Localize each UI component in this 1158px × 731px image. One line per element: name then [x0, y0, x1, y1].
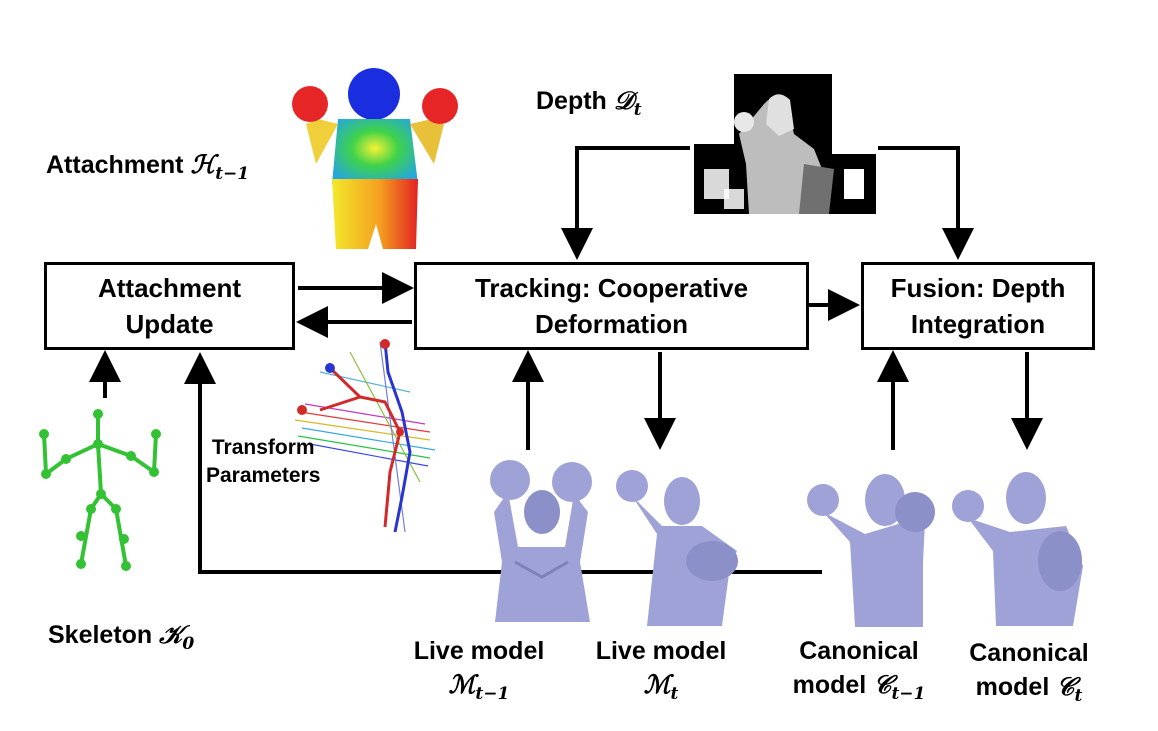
canon-curr-text: model [975, 673, 1057, 701]
canonical-model-prev-label: Canonical model 𝒞t−1 [774, 634, 944, 711]
live-prev-text: Live model [413, 637, 545, 665]
arrow-depth-to-fusion [878, 146, 974, 260]
skeleton-text: Skeleton [48, 621, 160, 649]
canon-curr-subscript: t [1074, 686, 1083, 706]
attachment-prev-subscript: t−1 [215, 164, 250, 184]
skeleton-figure [39, 409, 161, 571]
canon-prev-text: model [792, 671, 874, 699]
depth-image [694, 74, 876, 214]
canonical-model-curr-mesh [952, 472, 1083, 626]
live-curr-text: Live model [595, 637, 727, 665]
depth-label: Depth 𝒟t [536, 84, 642, 127]
live-model-prev-label: Live model ℳt−1 [398, 634, 560, 711]
skeleton-symbol: 𝒦 [159, 620, 183, 649]
attachment-prev-symbol: ℋ [190, 150, 216, 179]
attachment-box-line1: Attachment [97, 273, 241, 303]
fusion-box-line2: Integration [910, 309, 1046, 339]
depth-subscript: t [633, 100, 642, 120]
depth-label-text: Depth [536, 87, 614, 115]
canon-curr-line1: Canonical [969, 639, 1089, 667]
canonical-model-prev-mesh [807, 474, 935, 627]
tracking-box-line1: Tracking: Cooperative [474, 273, 749, 303]
arrow-depth-to-tracking [561, 146, 690, 260]
attachment-prev-label: Attachment ℋt−1 [46, 148, 249, 191]
canonical-model-curr-label: Canonical model 𝒞t [956, 636, 1102, 713]
live-curr-subscript: t [670, 684, 679, 704]
skeleton-subscript: 0 [182, 634, 195, 654]
attachment-box-line2: Update [125, 309, 214, 339]
fusion-box-line1: Fusion: Depth [890, 273, 1066, 303]
attachment-update-box: Attachment Update [44, 262, 295, 350]
skeleton-label: Skeleton 𝒦0 [48, 618, 194, 661]
depth-symbol: 𝒟 [613, 86, 634, 115]
live-model-curr-mesh [616, 470, 738, 626]
attachment-heatmap-figure [292, 68, 458, 249]
live-prev-subscript: t−1 [475, 684, 510, 704]
transform-line2: Parameters [206, 464, 321, 487]
live-model-curr-label: Live model ℳt [580, 634, 742, 711]
live-curr-symbol: ℳ [643, 670, 671, 699]
transform-parameters-label: Transform Parameters [206, 434, 320, 490]
live-prev-symbol: ℳ [448, 670, 476, 699]
canon-prev-symbol: 𝒞 [873, 670, 892, 699]
attachment-prev-text: Attachment [46, 151, 191, 179]
live-model-prev-mesh [490, 460, 592, 622]
canon-prev-subscript: t−1 [891, 684, 926, 704]
fusion-box: Fusion: Depth Integration [861, 262, 1095, 350]
canon-curr-symbol: 𝒞 [1056, 672, 1075, 701]
transform-line1: Transform [211, 436, 315, 459]
canon-prev-line1: Canonical [799, 637, 919, 665]
tracking-box-line2: Deformation [534, 309, 689, 339]
arrow-loop-to-attachment [184, 352, 822, 574]
transform-parameters-figure [294, 339, 436, 533]
tracking-box: Tracking: Cooperative Deformation [414, 262, 809, 350]
